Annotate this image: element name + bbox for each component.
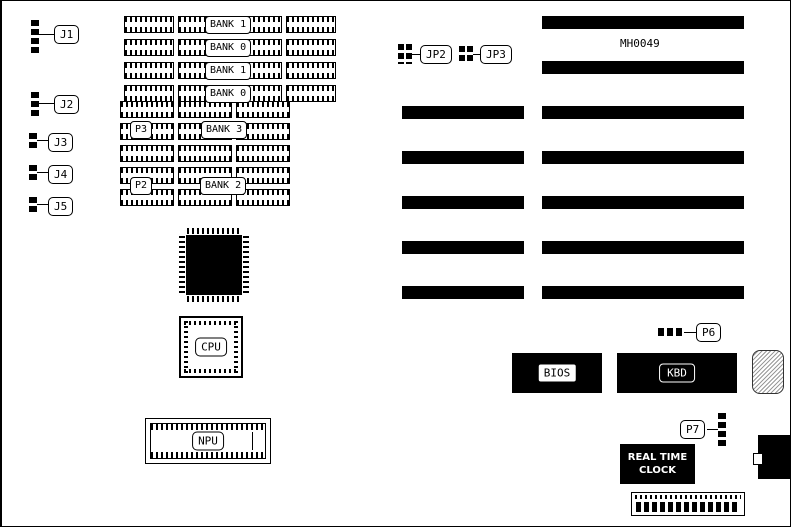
jumper-label-j4: J4 (48, 165, 74, 184)
bios-label: BIOS (537, 363, 577, 383)
bank-label: BANK 2 (200, 177, 247, 195)
rtc-label-line2: CLOCK (639, 465, 676, 476)
expansion-slot-16bit-extension (402, 196, 524, 209)
memory-chip (124, 16, 174, 33)
expansion-slot (542, 286, 744, 299)
expansion-slot-16bit-extension (402, 286, 524, 299)
jumper-pins-j4 (29, 165, 37, 180)
memory-chip (286, 16, 336, 33)
keyboard-din-connector (758, 435, 790, 479)
npu-label: NPU (192, 431, 224, 451)
chipset-qfp (179, 228, 249, 302)
cpu-label: CPU (195, 337, 227, 357)
qfp-pins-right (243, 236, 249, 294)
expansion-slot (542, 196, 744, 209)
jumper-label-j2: J2 (54, 95, 80, 114)
jumper-label-j5: J5 (48, 197, 74, 216)
bank-label: BANK 0 (205, 39, 252, 57)
jumper-label-jp3: JP3 (480, 45, 512, 64)
jumper-pins-j1 (31, 20, 39, 53)
memory-chip (178, 101, 232, 118)
memory-chip (178, 145, 232, 162)
memory-chip (286, 62, 336, 79)
connector-label-p6: P6 (696, 323, 722, 342)
wire (37, 172, 49, 173)
header-ticks (635, 495, 741, 499)
wire (39, 103, 55, 104)
npu-notch (252, 432, 259, 450)
wire (684, 332, 696, 333)
memory-chip (236, 101, 290, 118)
cpu-pins-bottom (184, 369, 238, 373)
jumper-label-jp2: JP2 (420, 45, 452, 64)
kbd-label: KBD (659, 363, 695, 383)
memory-chip (124, 62, 174, 79)
expansion-slot-16bit-extension (402, 106, 524, 119)
wire (707, 429, 718, 430)
expansion-slot (542, 16, 744, 29)
cpu-pins-left (184, 321, 188, 373)
memory-row (120, 145, 290, 162)
qfp-pins-left (179, 236, 185, 294)
rtc-label-line1: REAL TIME (627, 452, 688, 463)
expansion-slot (542, 106, 744, 119)
expansion-slot (542, 241, 744, 254)
expansion-slot (542, 151, 744, 164)
npu-socket: NPU (145, 418, 271, 464)
wire (473, 54, 480, 55)
qfp-pins-top (187, 228, 241, 234)
memory-chip (286, 85, 336, 102)
jumper-pins-jp3 (459, 46, 465, 62)
jumper-pins-j2 (31, 92, 39, 116)
expansion-slot-16bit-extension (402, 241, 524, 254)
jumper-pins-j5 (29, 197, 37, 212)
memory-chip (124, 39, 174, 56)
bank-label: BANK 0 (205, 85, 252, 103)
kbd-chip: KBD (617, 353, 737, 393)
memory-chip (124, 85, 174, 102)
jumper-label-j3: J3 (48, 133, 74, 152)
memory-chip (286, 39, 336, 56)
wire (37, 140, 49, 141)
wire (39, 34, 55, 35)
cpu-pins-top (184, 321, 238, 325)
memory-chip (236, 145, 290, 162)
wire (412, 54, 420, 55)
memory-chip (120, 145, 174, 162)
jumper-pins-jp2 (398, 44, 404, 64)
jumper-pins-jp3 (467, 46, 473, 62)
board-part-number: MH0049 (620, 37, 660, 50)
jumper-pins-j3 (29, 133, 37, 148)
jumper-label-j1: J1 (54, 25, 80, 44)
rtc-chip: REAL TIME CLOCK (620, 444, 695, 484)
expansion-slot-16bit-extension (402, 151, 524, 164)
memory-chip (236, 167, 290, 184)
memory-chip (120, 101, 174, 118)
power-pin-header (631, 492, 745, 516)
din-notch (753, 453, 763, 465)
cpu-socket: CPU (179, 316, 243, 378)
qfp-pins-bottom (187, 296, 241, 302)
qfp-body (186, 235, 242, 295)
jumper-pins-jp2 (406, 44, 412, 64)
cpu-pins-right (234, 321, 238, 373)
connector-label-p7: P7 (680, 420, 706, 439)
memory-row (120, 101, 290, 118)
header-pins (636, 502, 740, 512)
connector-pins-p6 (658, 328, 684, 336)
connector-label-p2: P2 (130, 177, 153, 195)
expansion-slot (542, 61, 744, 74)
wire (37, 204, 49, 205)
connector-pins-p7 (718, 413, 726, 446)
connector-label-p3: P3 (130, 121, 153, 139)
bank-label: BANK 3 (201, 121, 248, 139)
memory-chip (236, 123, 290, 140)
bank-label: BANK 1 (205, 16, 252, 34)
bios-chip: BIOS (512, 353, 602, 393)
memory-chip (236, 189, 290, 206)
bank-label: BANK 1 (205, 62, 252, 80)
oscillator (752, 350, 784, 394)
